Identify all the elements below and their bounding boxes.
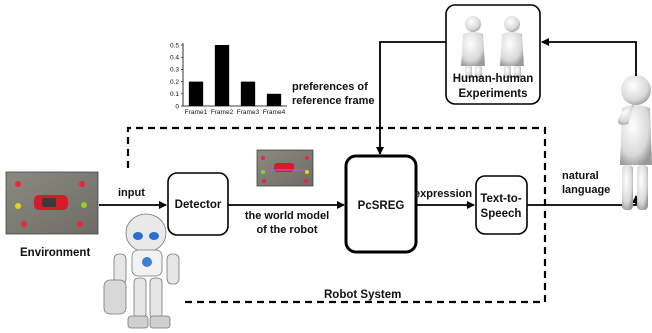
pcsreg-box (344, 154, 418, 254)
y-tick-label: 0 (175, 103, 179, 110)
x-tick-label: Frame2 (211, 109, 234, 116)
nao-robot-image (103, 213, 180, 329)
y-tick-label: 0.3 (170, 67, 179, 74)
tts-box (475, 175, 528, 235)
robot-system-label: Robot System (324, 289, 401, 301)
detector-label: Detector (175, 199, 222, 211)
natural-language-label-1: natural (562, 170, 599, 182)
y-tick-label: 0.1 (170, 91, 179, 98)
x-tick-label: Frame3 (237, 109, 260, 116)
tts-label-1: Text-to- (480, 193, 521, 205)
environment-image (5, 171, 99, 235)
expression-label: expression (414, 188, 472, 200)
preferences-arrow (376, 41, 446, 155)
x-tick-label: Frame1 (185, 109, 208, 116)
input-label: input (118, 187, 145, 199)
natural-language-label-2: language (562, 184, 610, 196)
world-model-label-1: the world model (245, 210, 329, 222)
human-experiments-label-2: Experiments (458, 88, 527, 100)
robot-system-boundary (126, 126, 547, 304)
preferences-label-1: preferences of (292, 81, 368, 93)
x-tick-label: Frame4 (263, 109, 286, 116)
human-experiments-label-1: Human-human (453, 73, 534, 85)
feedback-arrow (541, 38, 637, 76)
detector-box (167, 172, 229, 236)
environment-label: Environment (20, 247, 90, 259)
two-humans-image (461, 16, 524, 78)
tts-label-2: Speech (481, 208, 522, 220)
world-model-label-2: of the robot (256, 224, 317, 236)
bar-frame1 (188, 81, 204, 106)
y-tick-label: 0.5 (170, 42, 179, 49)
natural-language-arrow (527, 195, 640, 206)
preferences-label-2: reference frame (292, 95, 375, 107)
y-tick-label: 0.2 (170, 79, 179, 86)
human-thinking-image (618, 75, 652, 210)
y-tick-label: 0.4 (170, 55, 179, 62)
bar-frame4 (266, 93, 282, 106)
bar-frame3 (240, 81, 256, 106)
pcsreg-label: PcSREG (358, 200, 405, 212)
bar-frame2 (214, 45, 230, 106)
world-model-thumbnail (256, 149, 314, 187)
